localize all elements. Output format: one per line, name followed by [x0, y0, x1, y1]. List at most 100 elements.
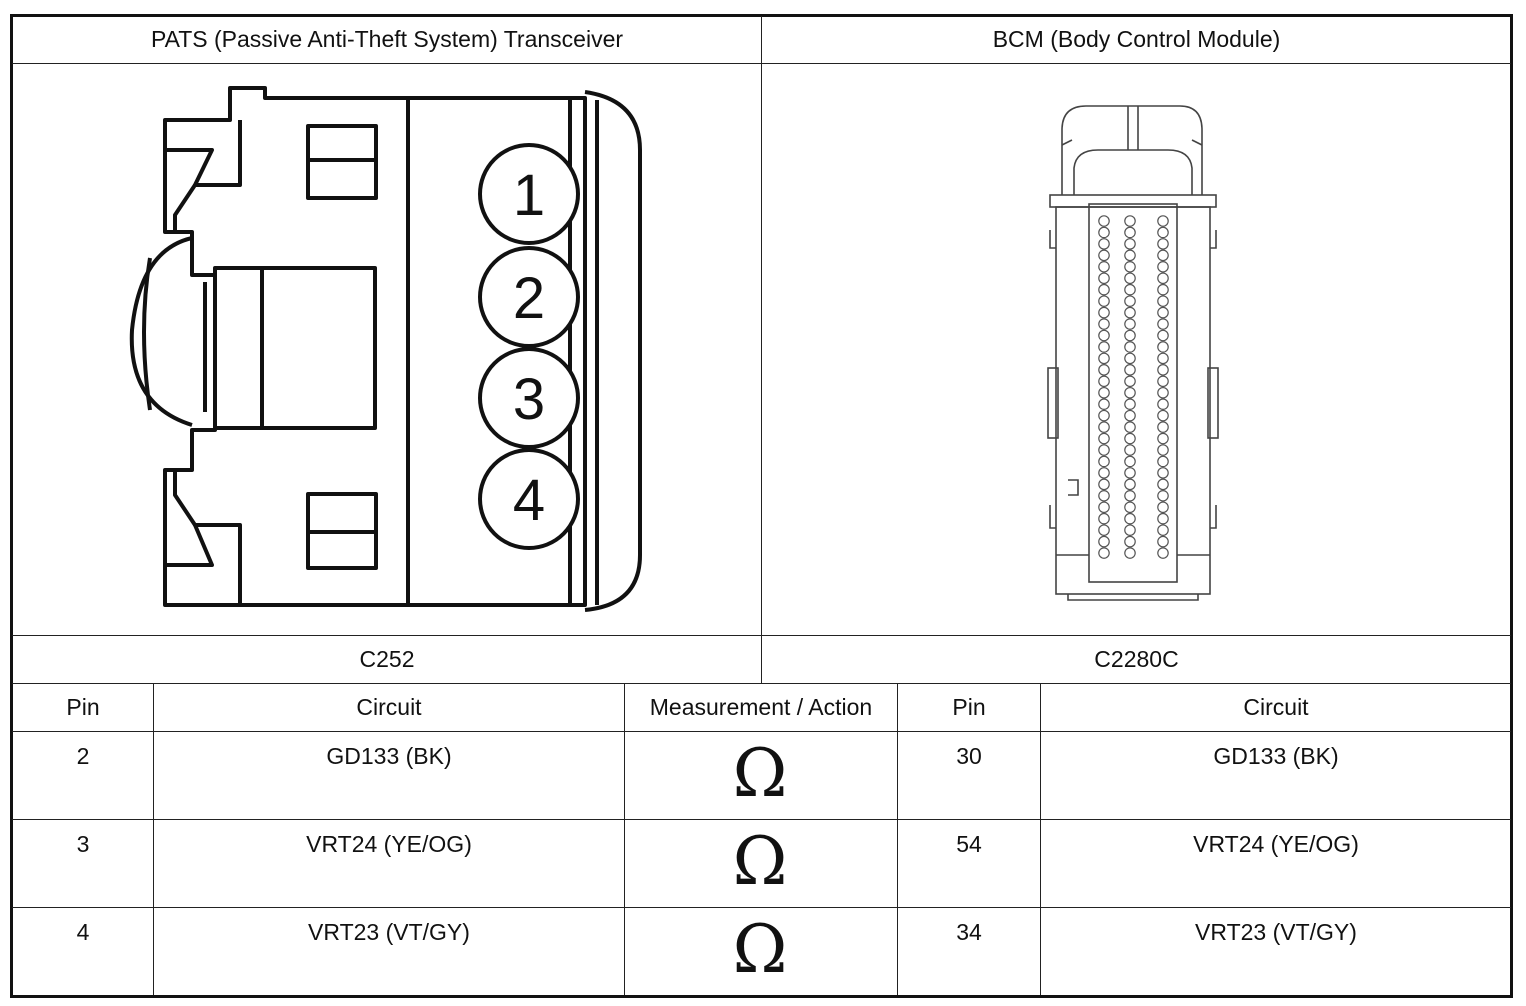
bcm-pin-cavity — [1124, 341, 1136, 353]
bcm-pin-cavity — [1124, 318, 1136, 330]
bcm-pin-cavity — [1157, 364, 1169, 376]
bcm-pin-cavity — [1124, 375, 1136, 388]
row1-circuit-a: GD133 (BK) — [326, 743, 452, 769]
bcm-pin-cavity — [1124, 478, 1136, 491]
bcm-pin-cavity — [1124, 260, 1136, 273]
bcm-pin-cavity — [1124, 547, 1136, 559]
bcm-pin-cavity — [1098, 352, 1110, 365]
bcm-pin-cavity — [1157, 283, 1169, 296]
bcm-pin-cavity — [1124, 283, 1136, 296]
rule-row-2 — [12, 907, 1511, 908]
bcm-pin-cavity — [1157, 215, 1169, 227]
bcm-pin-cavity — [1124, 467, 1136, 479]
col-header-pin-a: Pin — [66, 694, 100, 720]
bcm-pin-cavity — [1098, 272, 1110, 285]
bcm-pin-cavity — [1098, 364, 1110, 376]
row3-circuit-b: VRT23 (VT/GY) — [1195, 919, 1357, 945]
bcm-connector-drawing — [1047, 105, 1219, 601]
col-header-circuit-b: Circuit — [1243, 694, 1309, 720]
bcm-pin-cavity — [1157, 489, 1169, 502]
bcm-pin-cavity — [1098, 535, 1110, 548]
col-header-measurement: Measurement / Action — [649, 694, 873, 720]
bcm-pin-cavity — [1124, 386, 1136, 399]
bcm-connector-id: C2280C — [1094, 646, 1179, 672]
row2-pin-b: 54 — [956, 831, 982, 857]
bcm-pin-cavity — [1098, 432, 1110, 445]
row2-circuit-a: VRT24 (YE/OG) — [306, 831, 472, 857]
bcm-pin-cavity — [1157, 409, 1169, 422]
bcm-pin-cavity — [1157, 272, 1169, 285]
bcm-pin-cavity — [1098, 238, 1110, 250]
bcm-pin-cavity — [1157, 238, 1169, 250]
bcm-pin-cavity — [1098, 341, 1110, 353]
bcm-pin-cavity — [1124, 295, 1136, 307]
row3-ohm-icon: Ω — [732, 911, 788, 988]
row1-ohm-icon: Ω — [732, 735, 788, 812]
pats-pin-circle-2 — [478, 246, 580, 348]
bcm-pin-cavity — [1098, 260, 1110, 273]
bcm-pin-cavity — [1098, 421, 1110, 433]
rule-columns — [12, 731, 1511, 732]
bcm-pin-cavity — [1157, 226, 1169, 239]
bcm-pin-cavity — [1098, 547, 1110, 559]
pats-pin-circle-1 — [478, 143, 580, 245]
bcm-pin-cavity — [1157, 398, 1169, 410]
row3-pin-a: 4 — [76, 919, 90, 945]
bcm-pin-cavity — [1098, 226, 1110, 239]
pats-pin-label-2: 2 — [513, 266, 545, 331]
row1-pin-a: 2 — [76, 743, 90, 769]
bcm-pin-cavity — [1124, 215, 1136, 227]
bcm-pin-cavity — [1157, 318, 1169, 330]
bcm-pin-cavity — [1157, 386, 1169, 399]
bcm-pin-cavity — [1124, 306, 1136, 319]
row3-pin-b: 34 — [956, 919, 982, 945]
bcm-pin-cavity — [1157, 444, 1169, 456]
bcm-pin-cavity — [1124, 501, 1136, 514]
bcm-pin-cavity — [1124, 238, 1136, 250]
bcm-pin-cavity — [1157, 306, 1169, 319]
bcm-pin-cavity — [1098, 375, 1110, 388]
bcm-pin-cavity — [1124, 444, 1136, 456]
bcm-pin-cavity — [1157, 547, 1169, 559]
row2-circuit-b: VRT24 (YE/OG) — [1193, 831, 1359, 857]
bcm-pin-cavity — [1098, 467, 1110, 479]
bcm-pin-cavity — [1098, 318, 1110, 330]
bcm-pin-cavity — [1124, 535, 1136, 548]
bcm-pin-cavity — [1157, 535, 1169, 548]
bcm-pin-cavity — [1098, 444, 1110, 456]
bcm-pin-cavity — [1098, 295, 1110, 307]
pats-pin-label-4: 4 — [513, 468, 545, 533]
row1-pin-b: 30 — [956, 743, 982, 769]
bcm-pin-cavity — [1124, 226, 1136, 239]
row1-circuit-b: GD133 (BK) — [1213, 743, 1339, 769]
pats-header: PATS (Passive Anti-Theft System) Transce… — [150, 26, 624, 52]
bcm-pin-cavity — [1124, 364, 1136, 376]
diagram-frame — [10, 14, 1513, 998]
bcm-pin-cavity — [1098, 524, 1110, 536]
col-header-circuit-a: Circuit — [356, 694, 422, 720]
bcm-pin-cavity — [1157, 329, 1169, 342]
bcm-pin-cavity — [1124, 272, 1136, 285]
bcm-pin-cavity — [1157, 455, 1169, 468]
bcm-pin-cavity — [1157, 249, 1169, 262]
bcm-pin-cavity — [1098, 249, 1110, 262]
bcm-pin-cavity — [1124, 512, 1136, 525]
bcm-pin-cavity — [1098, 306, 1110, 319]
bcm-pin-cavity — [1098, 329, 1110, 342]
rule-col-4 — [1040, 683, 1041, 995]
bcm-pin-cavity — [1098, 398, 1110, 410]
rule-row-1 — [12, 819, 1511, 820]
row2-pin-a: 3 — [76, 831, 90, 857]
bcm-pin-cavity — [1157, 260, 1169, 273]
bcm-pin-cavity — [1157, 295, 1169, 307]
row3-circuit-a: VRT23 (VT/GY) — [308, 919, 470, 945]
bcm-pin-cavity — [1098, 215, 1110, 227]
bcm-pin-cavity — [1098, 409, 1110, 422]
bcm-pin-cavity — [1098, 283, 1110, 296]
bcm-pin-cavity — [1124, 455, 1136, 468]
bcm-pin-cavity — [1124, 421, 1136, 433]
bcm-pin-cavity — [1098, 489, 1110, 502]
bcm-pin-cavity — [1124, 352, 1136, 365]
bcm-pin-cavity — [1157, 478, 1169, 491]
bcm-pin-cavity — [1124, 329, 1136, 342]
